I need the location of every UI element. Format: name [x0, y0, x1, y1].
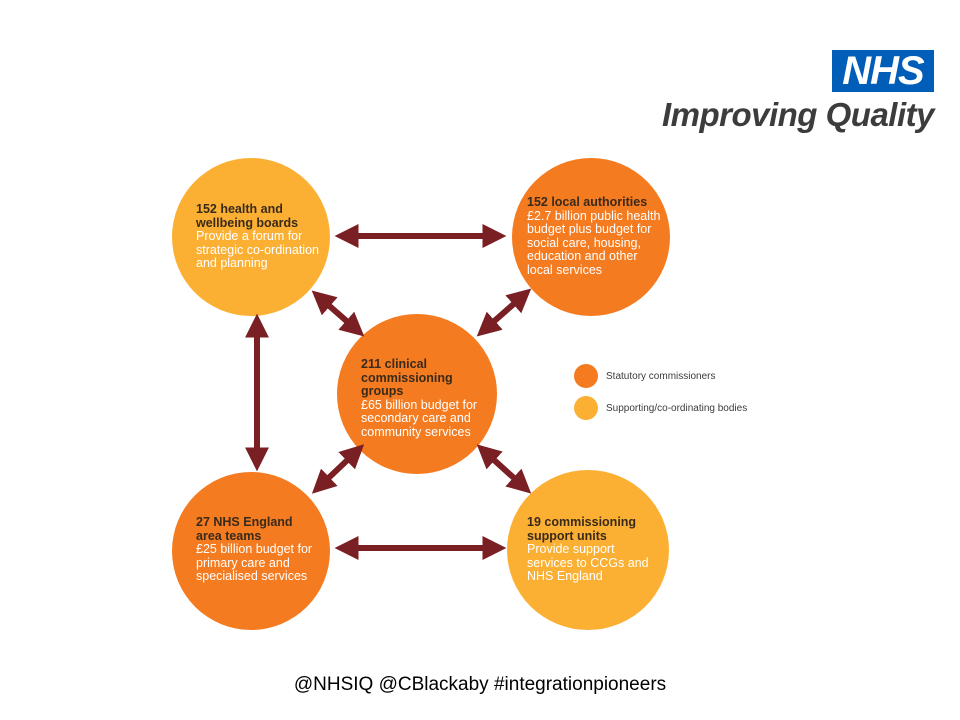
- legend-statutory: Statutory commissioners: [574, 364, 715, 388]
- node-text-csu: 19 commissioning support units Provide s…: [527, 515, 652, 584]
- legend-label-statutory: Statutory commissioners: [606, 370, 716, 382]
- ccg-desc: £65 billion budget for secondary care an…: [361, 397, 478, 439]
- legend-dot-statutory: [574, 364, 598, 388]
- ccg-title: 211 clinical commissioning groups: [361, 357, 453, 398]
- nhse-title: 27 NHS England area teams: [196, 515, 293, 543]
- arrow-ccg-csu: [476, 444, 532, 494]
- csu-desc: Provide support services to CCGs and NHS…: [527, 542, 649, 583]
- node-text-ccg: 211 clinical commissioning groups £65 bi…: [361, 357, 491, 439]
- nhs-logo: NHS: [832, 50, 934, 92]
- csu-title: 19 commissioning support units: [527, 515, 637, 543]
- arrow-hwb-ccg: [311, 290, 365, 337]
- node-text-la: 152 local authorities £2.7 billion publi…: [527, 195, 662, 277]
- brand-tagline: Improving Quality: [661, 96, 935, 133]
- hwb-title: 152 health and wellbeing boards: [196, 202, 299, 230]
- node-health-wellbeing-boards: [172, 158, 330, 316]
- legend-label-supporting: Supporting/co-ordinating bodies: [606, 402, 748, 414]
- node-text-nhse: 27 NHS England area teams £25 billion bu…: [196, 515, 321, 584]
- nhse-desc: £25 billion budget for primary care and …: [196, 542, 313, 583]
- node-text-hwb: 152 health and wellbeing boards Provide …: [196, 202, 326, 271]
- node-nhs-england-area-teams: [172, 472, 330, 630]
- node-commissioning-support-units: [507, 470, 669, 630]
- la-title: 152 local authorities: [527, 195, 648, 209]
- legend-dot-supporting: [574, 396, 598, 420]
- hwb-desc: Provide a forum for strategic co-ordinat…: [196, 229, 319, 270]
- arrow-la-ccg: [476, 288, 532, 337]
- footer-hashtags: @NHSIQ @CBlackaby #integrationpioneers: [293, 674, 667, 695]
- node-local-authorities: [512, 158, 670, 316]
- legend-supporting: Supporting/co-ordinating bodies: [574, 396, 747, 420]
- la-desc: £2.7 billion public health budget plus b…: [527, 208, 661, 277]
- arrow-ccg-nhse: [311, 444, 365, 494]
